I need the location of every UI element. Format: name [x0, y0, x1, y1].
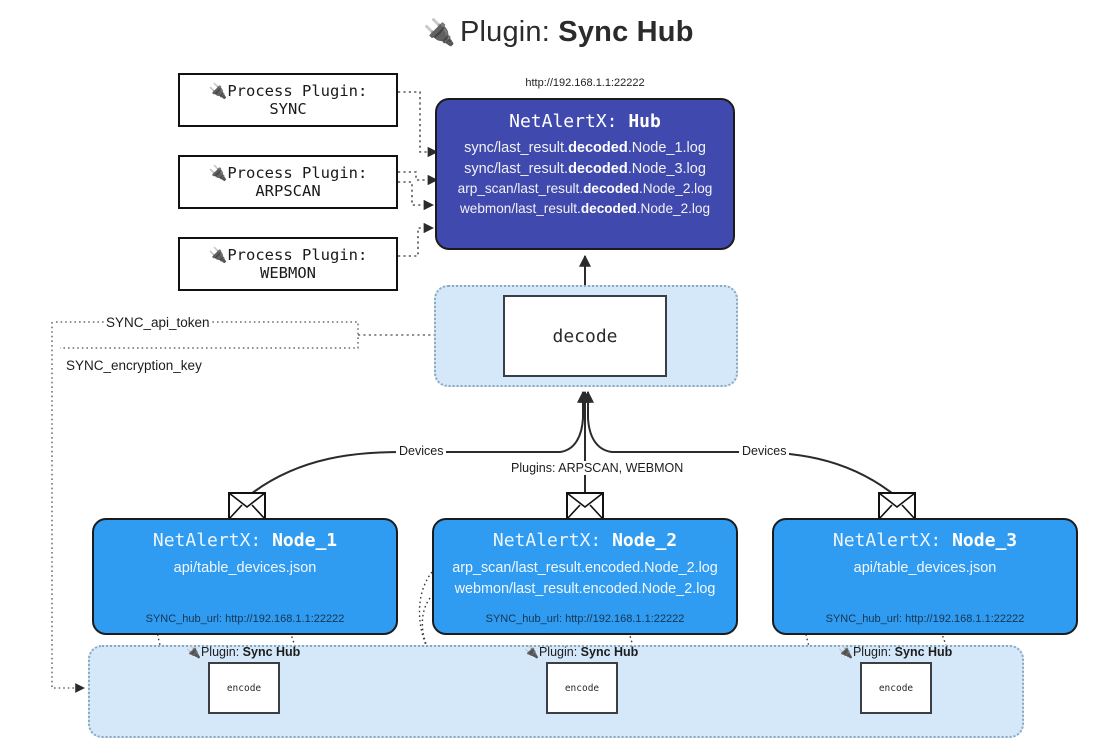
process-plugin-webmon-line1: 🔌Process Plugin:	[208, 245, 368, 264]
node-3-file-1: api/table_devices.json	[853, 560, 997, 576]
page-title: 🔌Plugin: Sync Hub	[0, 16, 1117, 49]
process-plugin-sync[interactable]: 🔌Process Plugin: SYNC	[178, 73, 398, 127]
encoder-2-plugin-tag: 🔌Plugin: Sync Hub	[524, 645, 639, 659]
page-title-name: Sync Hub	[558, 16, 694, 48]
process-plugin-sync-line1: 🔌Process Plugin:	[208, 81, 368, 100]
process-plugin-arpscan-line1: 🔌Process Plugin:	[208, 163, 368, 182]
plug-icon: 🔌	[524, 645, 539, 659]
envelope-icon	[566, 492, 604, 520]
encode-box-1[interactable]: encode	[208, 662, 280, 714]
node-1-file-1: api/table_devices.json	[173, 560, 317, 576]
hub-file-1: sync/last_result.decoded.Node_1.log	[464, 140, 706, 156]
plug-icon: 🔌	[208, 163, 228, 182]
plug-icon: 🔌	[208, 245, 228, 264]
plug-icon: 🔌	[838, 645, 853, 659]
encoder-3-plugin-tag: 🔌Plugin: Sync Hub	[838, 645, 953, 659]
hub-title: NetAlertX: Hub	[509, 111, 661, 132]
sync-api-token-label: SYNC_api_token	[104, 315, 212, 330]
node-1-file-list: api/table_devices.json	[94, 559, 396, 578]
hub-file-4: webmon/last_result.decoded.Node_2.log	[459, 201, 711, 217]
hub-file-2: sync/last_result.decoded.Node_3.log	[464, 161, 706, 178]
hub-url-label: http://192.168.1.1:22222	[525, 77, 645, 89]
decode-box[interactable]: decode	[503, 295, 667, 377]
plug-icon: 🔌	[423, 17, 456, 47]
hub-node[interactable]: NetAlertX: Hub sync/last_result.decoded.…	[435, 98, 735, 250]
node-1[interactable]: NetAlertX: Node_1 api/table_devices.json…	[92, 518, 398, 635]
node-2-hub-url: SYNC_hub_url: http://192.168.1.1:22222	[485, 613, 685, 625]
plug-icon: 🔌	[208, 81, 228, 100]
sync-encryption-key-label: SYNC_encryption_key	[64, 358, 204, 373]
node-2[interactable]: NetAlertX: Node_2 arp_scan/last_result.e…	[432, 518, 738, 635]
process-plugin-webmon-line2: WEBMON	[260, 263, 316, 282]
node-3-title: NetAlertX: Node_3	[832, 530, 1018, 551]
envelope-icon	[878, 492, 916, 520]
node-3-file-list: api/table_devices.json	[774, 559, 1076, 578]
encoder-1-plugin-tag: 🔌Plugin: Sync Hub	[186, 645, 301, 659]
process-plugin-webmon[interactable]: 🔌Process Plugin: WEBMON	[178, 237, 398, 291]
node-2-file-2: webmon/last_result.encoded.Node_2.log	[454, 580, 716, 597]
envelope-icon	[228, 492, 266, 520]
node-1-hub-url: SYNC_hub_url: http://192.168.1.1:22222	[145, 613, 345, 625]
page-title-prefix: Plugin:	[459, 16, 551, 48]
node-2-file-list: arp_scan/last_result.encoded.Node_2.log …	[434, 559, 736, 598]
process-plugin-sync-line2: SYNC	[269, 99, 307, 118]
edge-label-plugins-center: Plugins: ARPSCAN, WEBMON	[508, 461, 687, 475]
process-plugin-arpscan[interactable]: 🔌Process Plugin: ARPSCAN	[178, 155, 398, 209]
hub-file-list: sync/last_result.decoded.Node_1.log sync…	[437, 139, 733, 218]
node-2-file-1: arp_scan/last_result.encoded.Node_2.log	[452, 560, 718, 576]
edge-label-devices-left: Devices	[396, 444, 447, 458]
node-2-title: NetAlertX: Node_2	[492, 530, 678, 551]
encode-box-2[interactable]: encode	[546, 662, 618, 714]
hub-file-3: arp_scan/last_result.decoded.Node_2.log	[457, 181, 713, 197]
edge-label-devices-right: Devices	[739, 444, 790, 458]
node-3-hub-url: SYNC_hub_url: http://192.168.1.1:22222	[825, 613, 1025, 625]
process-plugin-arpscan-line2: ARPSCAN	[255, 181, 321, 200]
node-1-title: NetAlertX: Node_1	[152, 530, 338, 551]
encode-box-3[interactable]: encode	[860, 662, 932, 714]
plug-icon: 🔌	[186, 645, 201, 659]
node-3[interactable]: NetAlertX: Node_3 api/table_devices.json…	[772, 518, 1078, 635]
